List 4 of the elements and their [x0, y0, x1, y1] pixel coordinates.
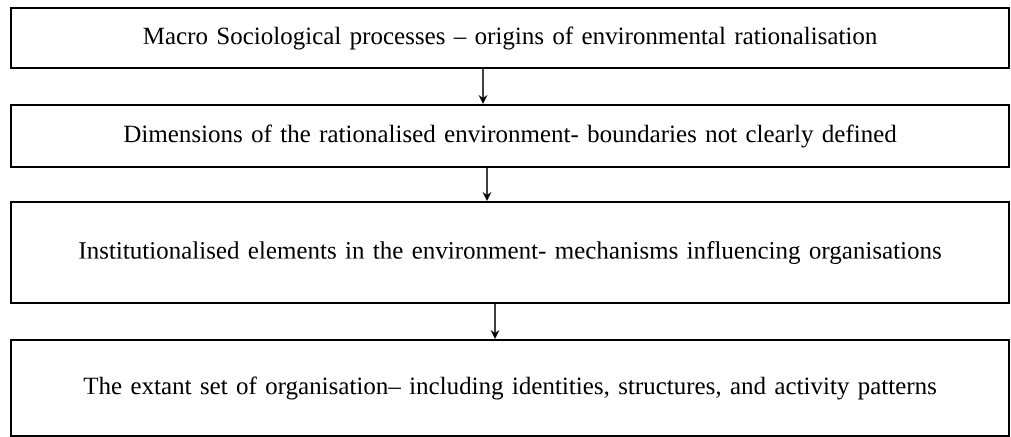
process-box: Dimensions of the rationalised environment- boundaries not clearly defined: [10, 104, 1010, 168]
process-box: Macro Sociological processes – origins of environmental rationalisation: [10, 7, 1010, 69]
process-box: Institutionalised elements in the environment- mechanisms influencing organisations: [10, 201, 1010, 304]
process-box: The extant set of organisation– including identities, structures, and activity patterns: [10, 339, 1010, 437]
